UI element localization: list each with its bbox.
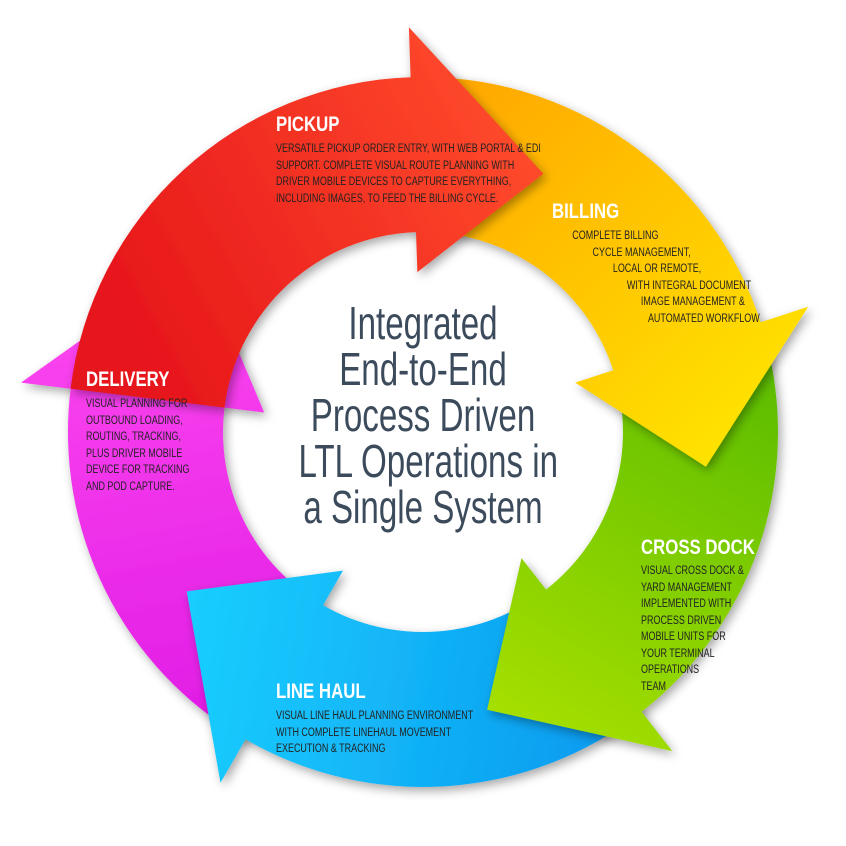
text-line: DRIVER MOBILE DEVICES TO CAPTURE EVERYTH… (276, 176, 512, 188)
text-line: IMAGE MANAGEMENT & (640, 296, 745, 308)
text-line: PROCESS DRIVEN (641, 614, 722, 627)
title-line: a Single System (303, 481, 543, 533)
text-line: TEAM (641, 680, 666, 693)
stage-heading: CROSS DOCK (641, 536, 755, 559)
text-line: EXECUTION & TRACKING (276, 743, 386, 755)
text-line: OPERATIONS (641, 664, 700, 676)
text-line: YARD MANAGEMENT (641, 581, 733, 594)
text-line: SUPPORT. COMPLETE VISUAL ROUTE PLANNING … (276, 159, 515, 172)
text-line: PLUS DRIVER MOBILE (86, 447, 183, 460)
text-line: VISUAL LINE HAUL PLANNING ENVIRONMENT (276, 710, 474, 722)
text-line: CYCLE MANAGEMENT, (592, 246, 691, 259)
stage-description: VISUAL PLANNING FOR OUTBOUND LOADING, RO… (86, 396, 190, 495)
title-line: Process Driven (310, 389, 536, 441)
text-line: ROUTING, TRACKING, (86, 431, 182, 443)
stage-heading: PICKUP (276, 113, 340, 136)
text-line: COMPLETE BILLING (572, 230, 659, 242)
text-line: WITH INTEGRAL DOCUMENT (626, 279, 752, 292)
stage-line-haul: LINE HAUL VISUAL LINE HAUL PLANNING ENVI… (276, 680, 529, 758)
stage-billing: BILLING COMPLETE BILLING CYCLE MANAGEMEN… (552, 200, 818, 327)
text-line: AND POD CAPTURE. (86, 480, 175, 493)
title-line: LTL Operations in (298, 435, 559, 487)
stage-delivery: DELIVERY VISUAL PLANNING FOR OUTBOUND LO… (86, 368, 219, 495)
stage-heading: DELIVERY (86, 368, 170, 391)
stage-pickup: PICKUP VERSATILE PICKUP ORDER ENTRY, WIT… (276, 113, 616, 207)
text-line: YOUR TERMINAL (641, 647, 715, 660)
stage-cross-dock: CROSS DOCK VISUAL CROSS DOCK & YARD MANA… (641, 536, 783, 695)
text-line: WITH COMPLETE LINEHAUL MOVEMENT (276, 726, 452, 739)
text-line: DEVICE FOR TRACKING (86, 464, 190, 476)
text-line: VISUAL CROSS DOCK & (641, 565, 744, 577)
text-line: LOCAL OR REMOTE, (612, 263, 702, 275)
text-line: IMPLEMENTED WITH (641, 598, 732, 610)
stage-heading: BILLING (552, 200, 620, 223)
stage-description: VISUAL CROSS DOCK & YARD MANAGEMENT IMPL… (641, 563, 752, 695)
stage-description: VISUAL LINE HAUL PLANNING ENVIRONMENT WI… (276, 708, 473, 758)
stage-description: COMPLETE BILLING CYCLE MANAGEMENT, LOCAL… (552, 228, 760, 327)
text-line: AUTOMATED WORKFLOW (647, 312, 760, 325)
pickup-arrow (70, 27, 544, 408)
text-line: VERSATILE PICKUP ORDER ENTRY, WITH WEB P… (276, 143, 541, 155)
text-line: VISUAL PLANNING FOR (86, 398, 188, 410)
text-line: OUTBOUND LOADING, (86, 414, 183, 427)
title-line: End-to-End (339, 343, 507, 395)
text-line: MOBILE UNITS FOR (641, 631, 726, 643)
stage-heading: LINE HAUL (276, 680, 366, 703)
stage-description: VERSATILE PICKUP ORDER ENTRY, WITH WEB P… (276, 141, 541, 207)
title-line: Integrated (348, 297, 498, 349)
text-line: INCLUDING IMAGES, TO FEED THE BILLING CY… (276, 192, 499, 205)
center-title: Integrated End-to-End Process Driven LTL… (298, 297, 559, 533)
